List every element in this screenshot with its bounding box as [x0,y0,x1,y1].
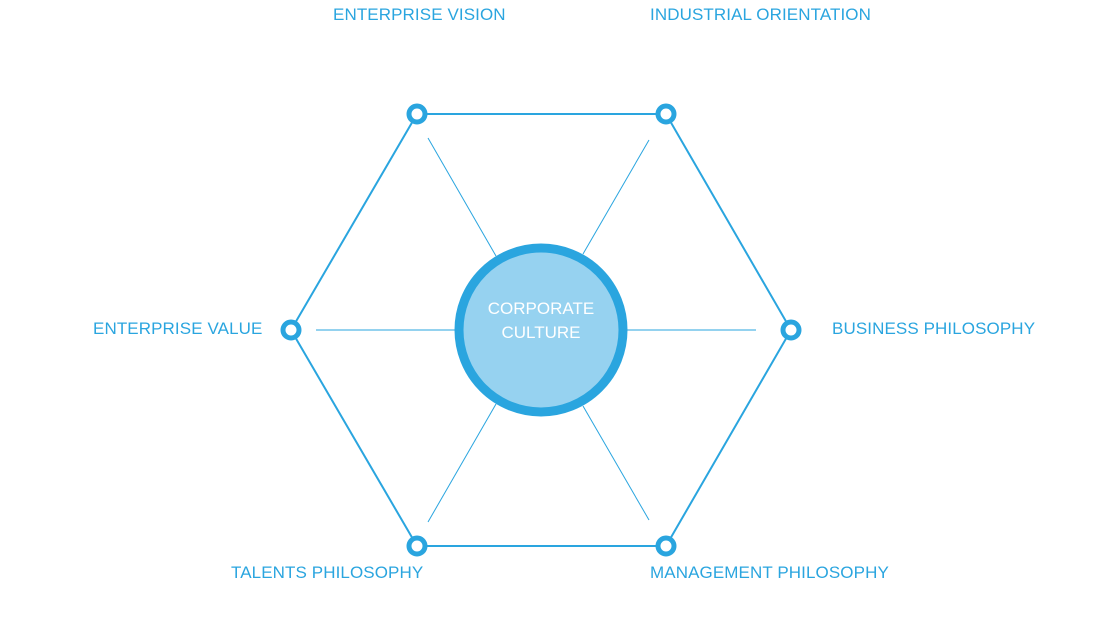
label-industrial-orientation: INDUSTRIAL ORIENTATION [650,5,872,24]
center-label-line1: CORPORATE [487,299,595,318]
label-enterprise-value: ENTERPRISE VALUE [93,319,263,338]
spoke-top-right [582,139,650,255]
node-enterprise-vision [406,103,428,125]
node-industrial-orientation [655,103,677,125]
spoke-bottom-right [582,405,650,521]
label-business-philosophy: BUSINESS PHILOSOPHY [832,319,1036,338]
node-enterprise-value [280,319,302,341]
spoke-bottom-left [427,403,497,523]
label-management-philosophy: MANAGEMENT PHILOSOPHY [650,563,889,582]
label-talents-philosophy: TALENTS PHILOSOPHY [231,563,424,582]
node-business-philosophy [780,319,802,341]
center-circle [454,243,628,417]
node-talents-philosophy [406,535,428,557]
node-management-philosophy [655,535,677,557]
spoke-top-left [427,137,497,257]
center-label-line2: CULTURE [501,323,581,342]
center-label: CORPORATE CULTURE [463,297,619,345]
label-enterprise-vision: ENTERPRISE VISION [333,5,506,24]
